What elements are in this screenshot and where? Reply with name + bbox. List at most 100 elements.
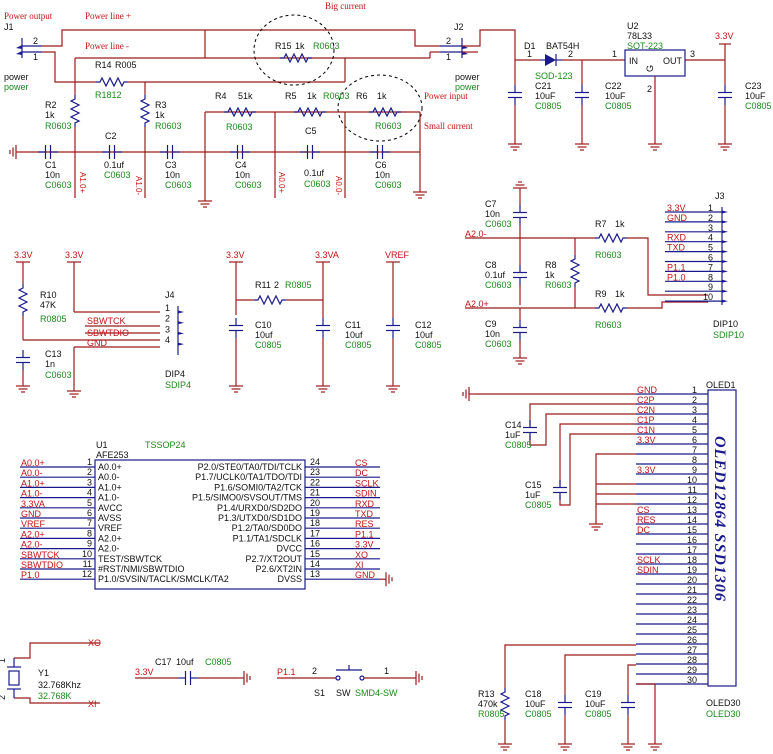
oled-pin-number: 13 <box>687 505 697 515</box>
u1-left-pin-net: 3.3VA <box>21 499 45 509</box>
c12-value: 10uf <box>415 330 433 340</box>
c1-value: 10n <box>45 170 60 180</box>
c5-package: C0603 <box>304 179 331 189</box>
analog-supply-section: 3.3V R11 2 R0805 C10 10uf C0805 3.3VA C1… <box>226 250 442 393</box>
c9-package: C0603 <box>485 339 512 349</box>
resistor-r14: R14 R005 R1812 <box>75 60 345 100</box>
net-a20-plus-label-1: A2.0+ <box>465 299 489 309</box>
j3-pin-arrow <box>722 279 728 283</box>
j4-pin-arrow <box>178 310 184 314</box>
j3-pin-arrow <box>722 230 728 234</box>
u1-right-pin-net: RES <box>355 519 374 529</box>
connector-j1: J1 2 1 power power <box>4 22 42 92</box>
power-line-plus-note: Power line + <box>85 11 131 21</box>
u1-right-pin-name: P1.3/UTXD0/SD1DO <box>218 513 302 523</box>
resistor-r4: R4 51k R0603 <box>215 91 257 132</box>
c14-package: C0805 <box>505 440 532 450</box>
vcc-33-label-r10: 3.3V <box>14 250 33 260</box>
r3-ref: R3 <box>155 100 167 110</box>
resistor-r3: R3 1k R0603 <box>140 82 182 152</box>
u1-right-pin-net: P1.1 <box>355 529 374 539</box>
capacitor-c23: C23 10uF C0805 <box>745 81 772 111</box>
capacitor-c9: C9 10n C0603 <box>485 319 512 349</box>
big-current-note: Big current <box>325 1 366 11</box>
u1-left-pin-number: 11 <box>83 559 92 569</box>
u1-left-pin-name: A1.0- <box>98 493 120 503</box>
capacitor-c11: C11 10uf C0805 <box>345 320 372 350</box>
c22-value: 10uF <box>605 91 626 101</box>
y1-xo-net: XO <box>88 638 101 648</box>
c14-value: 1uF <box>505 430 521 440</box>
resistor-r15: R15 1k R0603 <box>204 30 340 63</box>
c18-value: 10uF <box>525 699 546 709</box>
r10-value: 47K <box>40 300 56 310</box>
r2-value: 1k <box>45 110 55 120</box>
u1-left-pin-number: 6 <box>87 508 92 518</box>
switch-s1[interactable]: P1.1 2 1 S1 SW SMD4-SW <box>277 665 423 698</box>
r10-package: R0805 <box>40 314 67 324</box>
j4-pin-number: 1 <box>165 303 170 313</box>
c6-value: 10n <box>375 170 390 180</box>
oled-package: OLED30 <box>706 709 741 719</box>
u2-ref: U2 <box>627 21 639 31</box>
j1-value: power <box>4 72 29 82</box>
u2-pin-out: OUT <box>663 56 683 66</box>
j3-pin-number: 9 <box>708 282 713 292</box>
u1-right-pin-name: P1.5/SIMO0/SVSOUT/TMS <box>192 493 302 503</box>
j3-package: SDIP10 <box>713 330 744 340</box>
j4-pin-arrow <box>178 331 184 335</box>
u1-left-pin-number: 1 <box>87 457 92 467</box>
j3-pin-net: P1.1 <box>667 262 686 272</box>
power-supply-section: D1 BAT54H 1 2 SOD-123 C21 10uF C0805 C22… <box>507 21 772 151</box>
r2-ref: R2 <box>45 100 57 110</box>
c6-ref: C6 <box>375 160 387 170</box>
r14-ref: R14 <box>95 60 112 70</box>
j4-pin-number: 3 <box>165 324 170 334</box>
j3-pin-number: 3 <box>708 223 713 233</box>
j3-pin-net: 3.3V <box>667 203 686 213</box>
r4-ref: R4 <box>215 91 227 101</box>
u1-left-pin-name: A0.0+ <box>98 462 122 472</box>
u2-pin3: 3 <box>690 49 695 59</box>
oled-pin-net: SDIN <box>637 565 659 575</box>
oled-pin-number: 18 <box>687 555 697 565</box>
r3-package: R0603 <box>155 121 182 131</box>
oled-pin-number: 4 <box>692 415 697 425</box>
u1-left-pin-net: A2.0- <box>21 540 43 550</box>
c1-ref: C1 <box>45 160 57 170</box>
u1-left-pin-name: A2.0+ <box>98 533 122 543</box>
j3-pin-arrow <box>722 269 728 273</box>
u1-left-pin-name: AVCC <box>98 503 123 513</box>
j4-ref: J4 <box>165 290 175 300</box>
y1-ref: Y1 <box>38 668 49 678</box>
u1-right-pin-name: P1.6/SOMI0/TA2/TCK <box>214 482 302 492</box>
c23-package: C0805 <box>745 101 772 111</box>
a2-filter-section: C7 10n C0603 A2.0- C8 0.1uf C0603 R8 1k … <box>465 181 744 365</box>
c10-package: C0805 <box>255 340 282 350</box>
j4-gnd-net: GND <box>87 338 108 348</box>
u1-right-pin-name: P1.4/URXD0/SD2DO <box>217 503 302 513</box>
u1-right-pin-number: 15 <box>310 549 320 559</box>
oled-pin-number: 30 <box>687 675 697 685</box>
r8-ref: R8 <box>545 260 557 270</box>
oled-pin-number: 9 <box>692 465 697 475</box>
capacitor-c8: C8 0.1uf C0603 <box>485 260 512 290</box>
u1-left-pin-net: VREF <box>21 519 46 529</box>
u1-right-pin-number: 13 <box>310 569 320 579</box>
oled-pin-number: 29 <box>687 665 697 675</box>
u2-pin-in: IN <box>629 56 638 66</box>
oled-pin-net: DC <box>637 525 650 535</box>
u1-left-pin-net: A0.0+ <box>21 458 45 468</box>
c21-value: 10uF <box>535 91 556 101</box>
c23-value: 10uF <box>745 91 766 101</box>
u2-pin-g: G <box>645 65 655 72</box>
capacitor-c10: C10 10uf C0805 <box>255 320 282 350</box>
c7-value: 10n <box>485 209 500 219</box>
c9-value: 10n <box>485 329 500 339</box>
j3-pin-arrow <box>722 260 728 263</box>
oled-pin-number: 28 <box>687 655 697 665</box>
oled-pin-net: C2N <box>637 405 655 415</box>
u1-right-pin-net: CS <box>355 458 368 468</box>
oled-pin-net: C1P <box>637 415 655 425</box>
resistor-r2: R2 1k R0603 <box>45 82 80 152</box>
